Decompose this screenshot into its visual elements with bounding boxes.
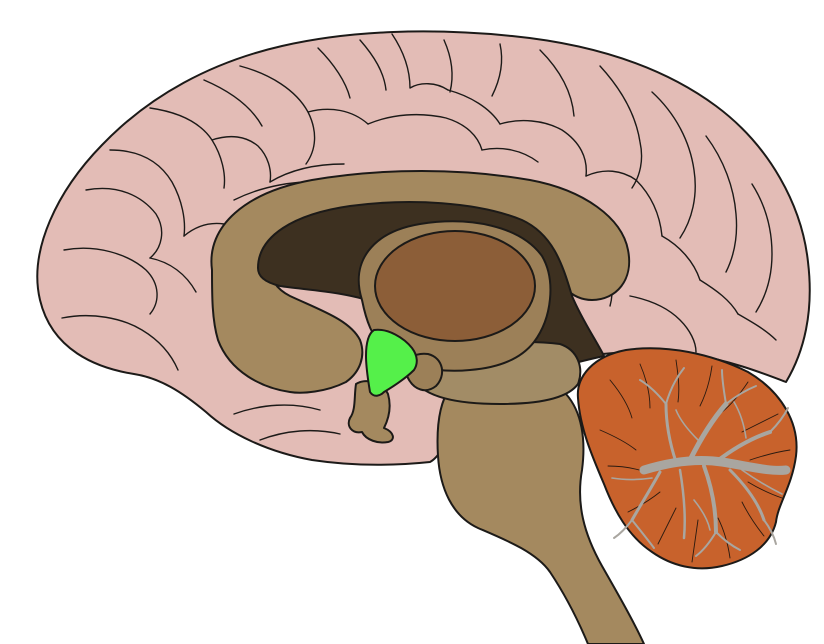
hypothalamus-highlight — [365, 328, 418, 397]
thalamus — [374, 230, 536, 342]
cerebellar-folia — [599, 359, 791, 563]
pituitary-stalk — [347, 380, 394, 444]
arbor-vitae — [611, 367, 791, 557]
